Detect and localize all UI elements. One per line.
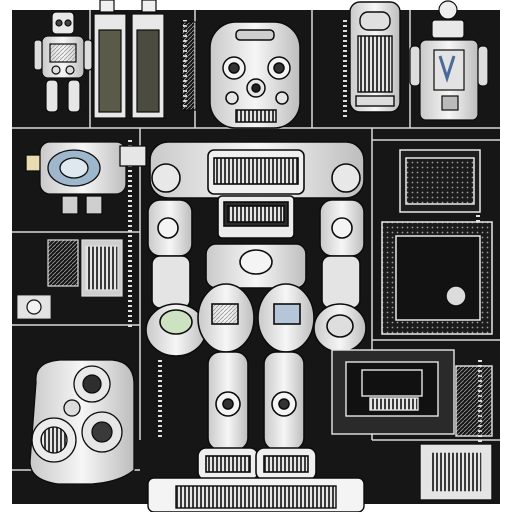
console-panel-bottom-right	[331, 349, 493, 501]
pedestal-bottom	[147, 477, 365, 513]
main-robot	[145, 141, 367, 481]
small-robot-top-left	[33, 11, 93, 113]
lantern-device-top-right	[349, 1, 401, 113]
grid-boxes-left	[17, 239, 123, 319]
robot-head-top-center	[209, 21, 301, 129]
speaker-machine-bottom-left	[29, 359, 135, 485]
battery-modules-top	[93, 0, 197, 119]
camera-device-left	[25, 141, 147, 215]
small-robot-top-right	[409, 0, 489, 121]
monitor-panel-right	[381, 149, 493, 335]
